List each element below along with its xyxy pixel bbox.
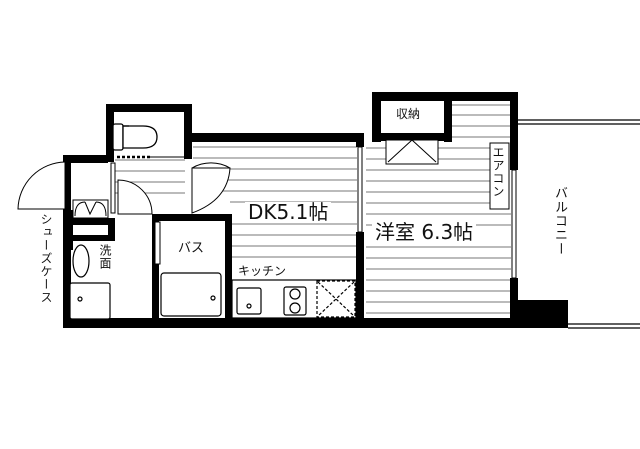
washbasin <box>69 244 111 320</box>
shoe-case-doors <box>72 199 109 219</box>
storage-doors <box>385 139 439 165</box>
aircon-box <box>489 142 510 210</box>
western-room-label: 洋室 6.3帖 <box>372 222 477 242</box>
doors <box>17 161 231 215</box>
shoe-case-label: シューズケース <box>39 213 53 304</box>
toilet-fixture <box>112 123 158 151</box>
storage-label: 収納 <box>396 107 421 121</box>
washroom-label: 洗面 <box>98 244 112 270</box>
kitchen-counter <box>231 279 357 319</box>
balcony-outline <box>518 119 640 329</box>
bathtub <box>160 272 222 317</box>
dk-room-label: DK5.1帖 <box>245 202 332 222</box>
bath-label: バス <box>178 241 205 256</box>
aircon-label: エアコン <box>491 146 505 198</box>
balcony-label: バルコニー <box>552 186 567 256</box>
walls <box>63 92 568 328</box>
kitchen-label: キッチン <box>238 264 287 278</box>
